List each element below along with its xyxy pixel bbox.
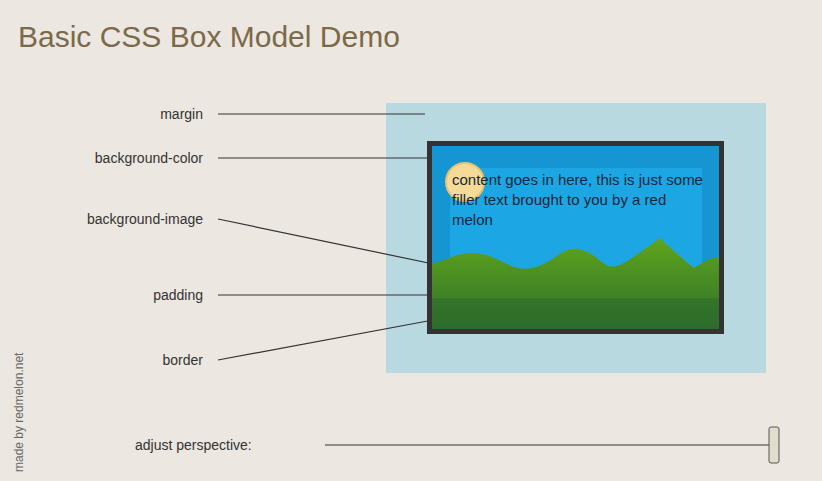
leader-lines [218,114,462,360]
credit-text: made by redmelon.net [12,353,26,472]
part-label: background-color [95,150,203,166]
box-model-box: content goes in here, this is just some … [427,141,724,334]
part-label: background-image [87,211,203,227]
slider-handle [769,427,779,463]
margin-area [386,103,766,373]
part-label: adjust perspective: [135,437,252,453]
slider-track [325,444,772,445]
part-label: margin [160,106,203,122]
diagram-title: Basic CSS Box Model Demo [18,20,400,54]
part-label: padding [153,287,203,303]
content-text: content goes in here, this is just some … [452,170,707,230]
part-label: border [163,352,203,368]
